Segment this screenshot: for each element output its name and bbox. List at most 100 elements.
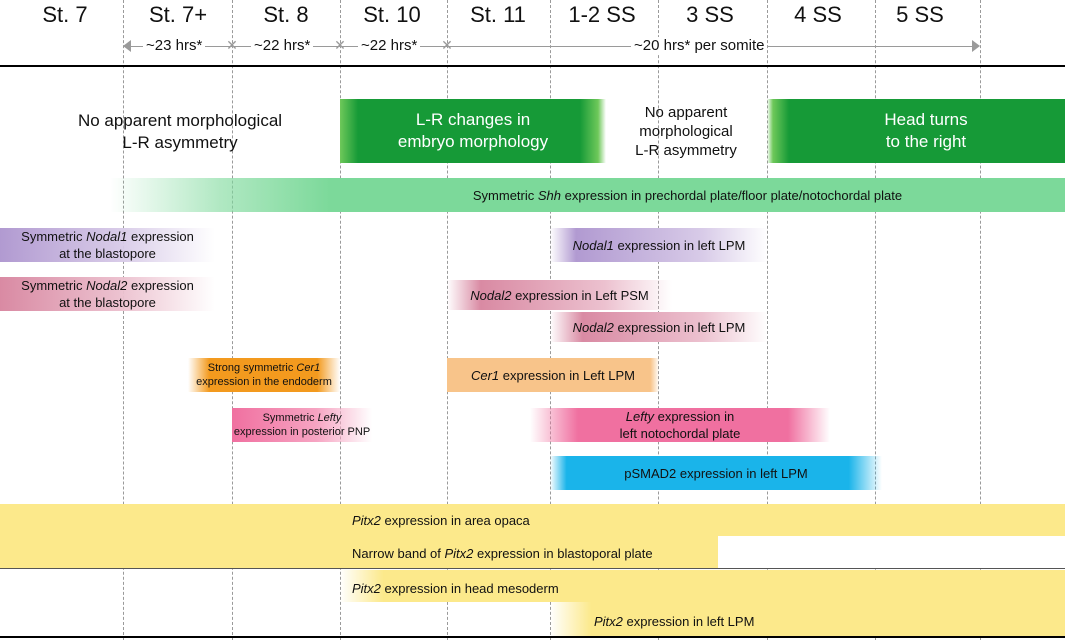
text: expression in left LPM [613, 237, 746, 253]
bar-label: Cer1 expression in Left LPM [471, 367, 635, 384]
stage-label: 3 SS [686, 2, 734, 27]
stage-label: St. 7+ [148, 2, 208, 27]
bottom-border [0, 636, 1065, 638]
divider-5ss [875, 0, 876, 640]
text-line: embryo morphology [397, 132, 549, 151]
lefty-symmetric-bar: Symmetric Lefty expression in posterior … [232, 408, 372, 442]
text-line: Lefty expression in [626, 408, 734, 425]
gene-name: Nodal2 [572, 319, 614, 335]
text: expression in Left PSM [511, 287, 649, 303]
divider-st8 [232, 0, 233, 640]
gene-name: Nodal2 [470, 287, 512, 303]
morphology-no-asymmetry-left: No apparent morphological L-R asymmetry [40, 110, 320, 154]
gene-name: Nodal1 [572, 237, 614, 253]
gene-name: Pitx2 [444, 546, 474, 561]
arrow-right-head-icon [972, 40, 980, 52]
text-line: at the blastopore [59, 246, 156, 261]
text: Symmetric [21, 229, 87, 244]
text-line: L-R asymmetry [635, 142, 737, 159]
gene-name: Lefty [625, 409, 654, 424]
gene-name: Pitx2 [352, 513, 381, 528]
nodal1-symmetric-bar: Symmetric Nodal1 expression at the blast… [0, 228, 215, 262]
duration-label: ~20 hrs* per somite [631, 37, 768, 54]
text-line: to the right [885, 132, 967, 151]
gene-name: Pitx2 [352, 581, 381, 596]
header-separator [0, 65, 1065, 67]
cer1-left-lpm-bar: Cer1 expression in Left LPM [447, 358, 659, 392]
text: Narrow band of [352, 546, 445, 561]
text: expression in blastoporal plate [473, 546, 653, 561]
nodal2-left-lpm-bar: Nodal2 expression in left LPM [550, 312, 768, 342]
text-line: Strong symmetric Cer1 [208, 361, 320, 375]
cross-mark-icon: ✕ [226, 37, 238, 53]
gene-name: Lefty [317, 412, 342, 424]
stage-label: St. 11 [470, 2, 526, 27]
duration-label: ~23 hrs* [143, 37, 206, 54]
bar-label: Nodal2 expression in Left PSM [470, 287, 649, 304]
gene-name: Shh [537, 187, 562, 203]
pitx2-narrow-label: Narrow band of Pitx2 expression in blast… [352, 545, 653, 562]
cross-mark-icon: ✕ [441, 37, 453, 53]
text-line: No apparent morphological [77, 111, 283, 130]
divider-end [980, 0, 981, 640]
text-line: morphological [639, 123, 733, 140]
duration-arrow-line [126, 46, 978, 47]
pitx2-head-mesoderm-band [340, 570, 1065, 602]
divider-st7plus [123, 0, 124, 640]
divider-st10 [340, 0, 341, 640]
pitx2-separator [0, 568, 1065, 569]
text: expression in [653, 409, 735, 424]
gene-name: Pitx2 [594, 614, 623, 629]
text-line: L-R changes in [415, 110, 531, 129]
psmad2-left-lpm-bar: pSMAD2 expression in left LPM [550, 456, 882, 490]
text: expression in head mesoderm [380, 581, 559, 596]
text: Symmetric [472, 187, 538, 203]
text-line: No apparent [644, 104, 728, 121]
pitx2-left-lpm-band [550, 602, 1065, 636]
bar-label: Symmetric Shh expression in prechordal p… [273, 187, 902, 204]
cer1-symmetric-bar: Strong symmetric Cer1 expression in the … [188, 358, 340, 392]
gene-name: Cer1 [470, 367, 500, 383]
pitx2-area-opaca-label: Pitx2 expression in area opaca [352, 512, 530, 529]
text-line: expression in the endoderm [196, 376, 332, 388]
lefty-left-notochordal-bar: Lefty expression in left notochordal pla… [530, 408, 830, 442]
bar-label: Nodal1 expression in left LPM [573, 237, 746, 254]
white-gap [718, 536, 1065, 568]
stage-label: 1-2 SS [568, 2, 636, 27]
text: Symmetric [262, 412, 318, 424]
gene-name: Nodal1 [86, 229, 128, 244]
text: Strong symmetric [207, 362, 297, 374]
text-line: expression in posterior PNP [233, 426, 371, 438]
stage-label: 5 SS [896, 2, 944, 27]
cross-mark-icon: ✕ [334, 37, 346, 53]
nodal2-symmetric-bar: Symmetric Nodal2 expression at the blast… [0, 277, 215, 311]
text: Symmetric [21, 278, 87, 293]
pitx2-head-label: Pitx2 expression in head mesoderm [352, 580, 559, 597]
stage-label: St. 7 [42, 2, 88, 27]
bar-label: pSMAD2 expression in left LPM [624, 465, 808, 481]
pitx2-narrow-band [340, 536, 730, 568]
pitx2-lpm-label: Pitx2 expression in left LPM [594, 613, 754, 630]
morphology-no-asymmetry-middle: No apparent morphological L-R asymmetry [606, 103, 766, 160]
duration-label: ~22 hrs* [251, 37, 314, 54]
text: expression in Left LPM [499, 367, 636, 383]
stage-label: St. 10 [363, 2, 421, 27]
text-line: L-R asymmetry [122, 133, 238, 152]
shh-expression-bar: Symmetric Shh expression in prechordal p… [110, 178, 1065, 212]
text: expression in area opaca [380, 513, 530, 528]
gene-name: Cer1 [296, 362, 321, 374]
lr-changes-bar: L-R changes in embryo morphology [340, 99, 606, 163]
text-line: Head turns [884, 110, 968, 129]
divider-st11 [447, 0, 448, 640]
text: expression [127, 278, 194, 293]
duration-label: ~22 hrs* [358, 37, 421, 54]
arrow-left-head-icon [123, 40, 131, 52]
nodal1-left-lpm-bar: Nodal1 expression in left LPM [550, 228, 768, 262]
nodal2-left-psm-bar: Nodal2 expression in Left PSM [447, 280, 672, 310]
text: expression [127, 229, 194, 244]
text: expression in left LPM [622, 614, 755, 629]
text-line: at the blastopore [59, 295, 156, 310]
text-line: left notochordal plate [619, 426, 741, 441]
gene-name: Nodal2 [86, 278, 128, 293]
text: expression in prechordal plate/floor pla… [561, 187, 903, 203]
